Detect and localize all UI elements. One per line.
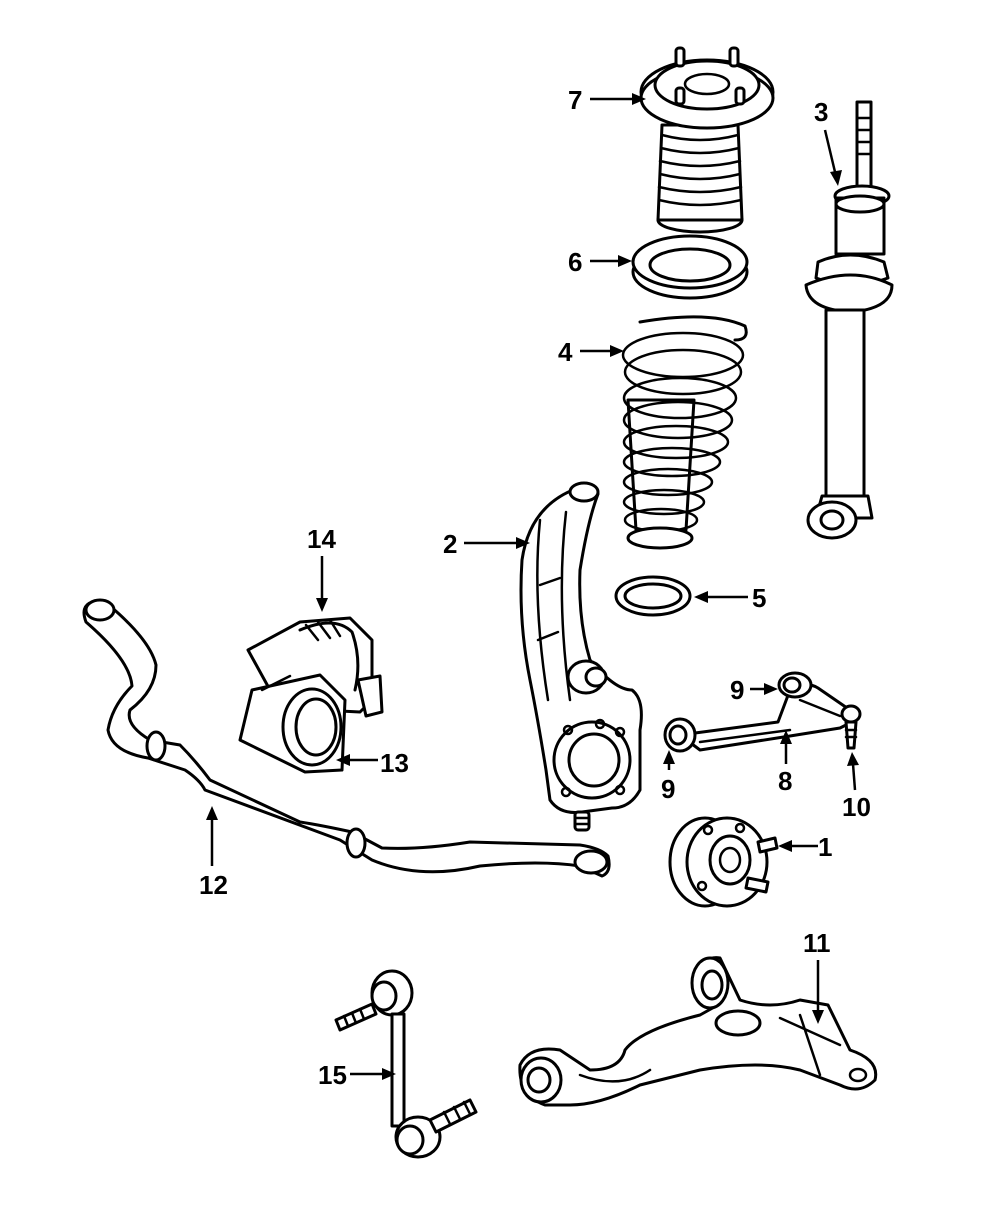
upper-strut-mount-part: [639, 46, 775, 234]
wheel-hub-part: [668, 816, 779, 908]
ball-joint-part: [840, 704, 862, 750]
callout-8: 8: [778, 766, 792, 796]
callout-13: 13: [380, 748, 409, 778]
leader-lines: [206, 93, 859, 1080]
callout-1: 1: [818, 832, 832, 862]
callout-15: 15: [318, 1060, 347, 1090]
upper-control-arm-part: [678, 683, 854, 752]
callout-9-top: 9: [730, 675, 744, 705]
strut-shock-absorber-part: [804, 100, 894, 540]
callout-7: 7: [568, 85, 582, 115]
steering-knuckle-part: [519, 481, 643, 832]
callout-3: 3: [814, 97, 828, 127]
callout-6: 6: [568, 247, 582, 277]
spring-insulator-part: [631, 234, 749, 300]
control-arm-bushing-part-a: [777, 671, 813, 699]
callout-12: 12: [199, 870, 228, 900]
stabilizer-bushing-part: [238, 673, 347, 774]
stabilizer-link-part: [334, 969, 478, 1159]
lower-control-arm-part: [518, 956, 878, 1107]
stabilizer-bar-part: [82, 598, 611, 878]
coil-spring-part: [621, 315, 748, 550]
callout-labels: 7 3 6 4 2 14 5 9 13 9 8 10 1 12 11 15: [199, 85, 871, 1090]
callout-11: 11: [803, 928, 831, 958]
lower-insulator-part: [614, 575, 692, 617]
control-arm-bushing-part-b: [663, 717, 697, 753]
callout-9-bottom: 9: [661, 774, 675, 804]
callout-4: 4: [558, 337, 573, 367]
callout-14: 14: [307, 524, 336, 554]
callout-2: 2: [443, 529, 457, 559]
callout-5: 5: [752, 583, 766, 613]
callout-10: 10: [842, 792, 871, 822]
